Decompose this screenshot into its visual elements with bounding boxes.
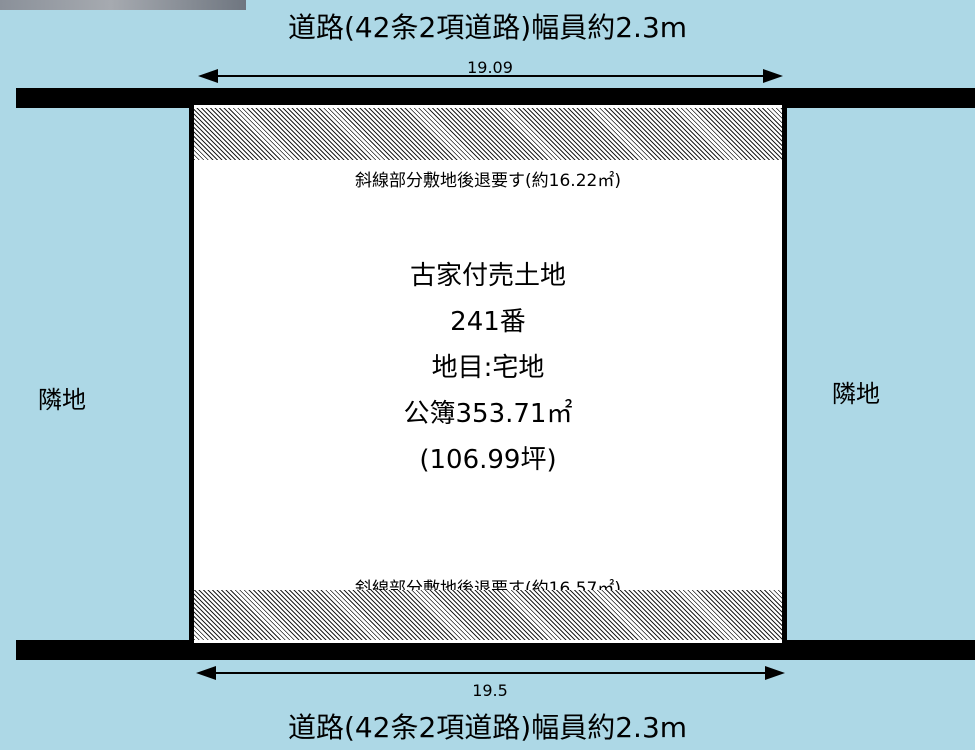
dimension-arrow-top xyxy=(198,69,783,83)
dimension-arrow-bottom xyxy=(196,666,785,680)
property-land-category: 地目:宅地 xyxy=(431,353,545,383)
property-area-tsubo: (106.99坪) xyxy=(419,445,557,475)
setback-note-top: 斜線部分敷地後退要す(約16.22㎡) xyxy=(355,171,621,191)
frontage-bottom-value: 19.5 xyxy=(472,681,508,700)
property-info: 古家付売土地 241番 地目:宅地 公簿353.71㎡ (106.99坪) xyxy=(194,253,782,483)
neighbor-right-label: 隣地 xyxy=(832,380,880,408)
road-bottom-label: 道路(42条2項道路)幅員約2.3m xyxy=(287,711,688,744)
property-area-registry: 公簿353.71㎡ xyxy=(403,399,573,429)
property-type: 古家付売土地 xyxy=(409,261,566,291)
property-lot-number: 241番 xyxy=(450,307,526,337)
photo-thumbnail-edge xyxy=(0,0,246,10)
neighbor-left-label: 隣地 xyxy=(38,386,86,414)
frontage-top-value: 19.09 xyxy=(467,58,513,77)
setback-hatch-top xyxy=(194,108,782,160)
setback-hatch-bottom xyxy=(194,590,782,640)
road-top-label: 道路(42条2項道路)幅員約2.3m xyxy=(287,11,688,44)
property-lot: 斜線部分敷地後退要す(約16.22㎡) 古家付売土地 241番 地目:宅地 公簿… xyxy=(189,100,787,648)
